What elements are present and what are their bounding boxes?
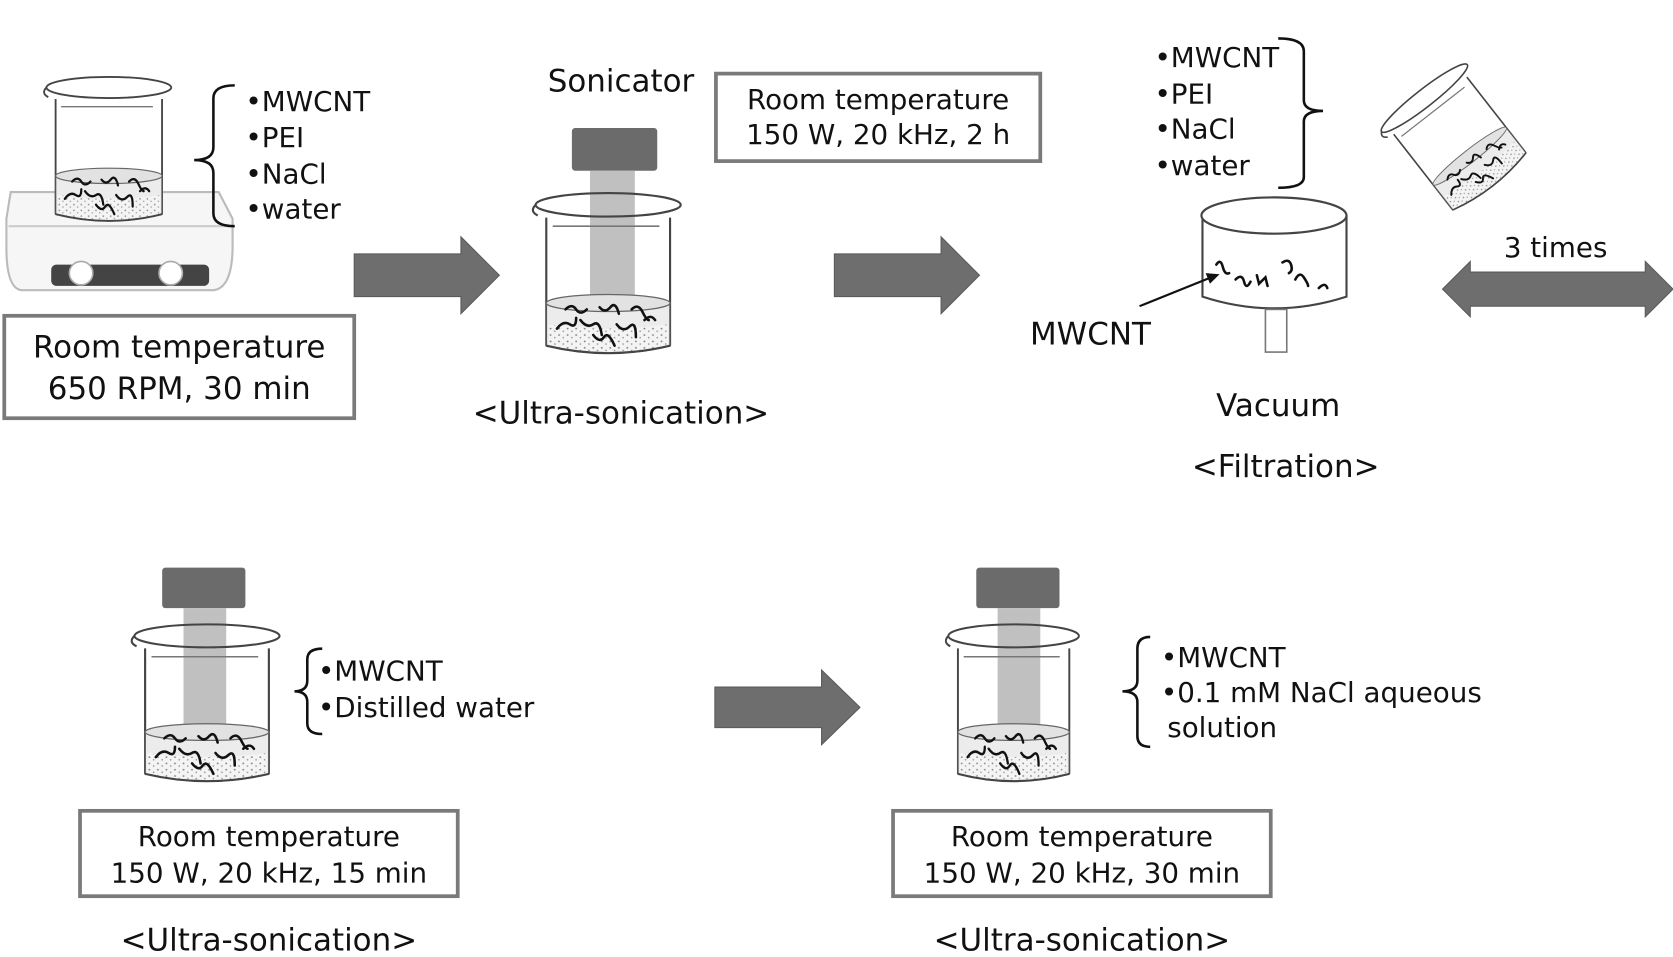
step-caption: <Filtration> [1192, 449, 1380, 485]
flow-arrow-2 [833, 235, 981, 315]
step-caption: <Ultra-sonication> [473, 396, 770, 432]
ingredient-brace [1278, 37, 1324, 190]
condition-temperature: Room temperature [747, 83, 1009, 116]
ingredient-nacl-solution: •0.1 mM NaCl aqueous [1161, 676, 1482, 709]
flow-arrow-3 [714, 668, 861, 746]
condition-power-freq-time: 150 W, 20 kHz, 2 h [746, 118, 1010, 151]
mwcnt-pointer-label: MWCNT [1030, 317, 1151, 353]
condition-speed-time: 650 RPM, 30 min [48, 371, 311, 407]
beaker-icon [43, 75, 173, 222]
ingredient-brace [1122, 635, 1151, 749]
condition-temperature: Room temperature [33, 329, 325, 365]
vacuum-label: Vacuum [1216, 388, 1340, 424]
ingredient-pei: •PEI [1154, 77, 1213, 110]
ingredient-nacl: •NaCl [1154, 113, 1235, 146]
sonicator-icon [976, 567, 1060, 764]
tilted-beaker-icon [1373, 56, 1537, 222]
ingredient-pei: •PEI [245, 121, 304, 154]
ingredient-nacl-solution-cont: solution [1167, 711, 1277, 744]
ingredient-mwcnt: •MWCNT [1154, 41, 1280, 74]
conditions-box [714, 71, 1043, 163]
repeat-double-arrow [1441, 260, 1673, 319]
ingredient-water: •water [1154, 149, 1250, 182]
condition-temperature: Room temperature [951, 820, 1213, 853]
conditions-box [78, 808, 460, 899]
step-caption: <Ultra-sonication> [934, 923, 1231, 957]
condition-temperature: Room temperature [138, 820, 400, 853]
ingredient-brace [294, 647, 323, 736]
sonicator-label: Sonicator [548, 64, 695, 100]
ingredient-distilled-water: •Distilled water [318, 691, 535, 724]
conditions-box [891, 808, 1273, 899]
ingredient-brace [194, 84, 235, 228]
step-ultrasonication-3: •MWCNT •0.1 mM NaCl aqueous solution Roo… [891, 567, 1482, 957]
pointer-arrowhead [1205, 273, 1220, 284]
ingredient-mwcnt: •MWCNT [245, 85, 371, 118]
filter-funnel-icon [1200, 196, 1348, 353]
step-filtration: •MWCNT •PEI •NaCl •water MWCNT Vacuum <F… [1030, 37, 1537, 485]
ingredient-water: •water [245, 193, 341, 226]
ingredient-mwcnt: •MWCNT [318, 655, 444, 688]
ingredient-mwcnt: •MWCNT [1161, 641, 1287, 674]
step-ultrasonication-2: •MWCNT •Distilled water Room temperature… [78, 567, 535, 957]
repeat-label: 3 times [1504, 231, 1608, 264]
step-caption: <Ultra-sonication> [121, 923, 418, 957]
conditions-box [2, 313, 357, 421]
ingredient-nacl: •NaCl [245, 158, 326, 191]
condition-power-freq-time: 150 W, 20 kHz, 15 min [111, 856, 427, 889]
step-ultrasonication-1: Sonicator <Ultra-sonication> Room temper… [473, 64, 1043, 432]
pointer-line [1139, 274, 1217, 308]
flow-arrow-1 [353, 235, 501, 315]
step-stirring: •MWCNT •PEI •NaCl •water Room temperatur… [2, 75, 371, 421]
condition-power-freq-time: 150 W, 20 kHz, 30 min [924, 856, 1240, 889]
